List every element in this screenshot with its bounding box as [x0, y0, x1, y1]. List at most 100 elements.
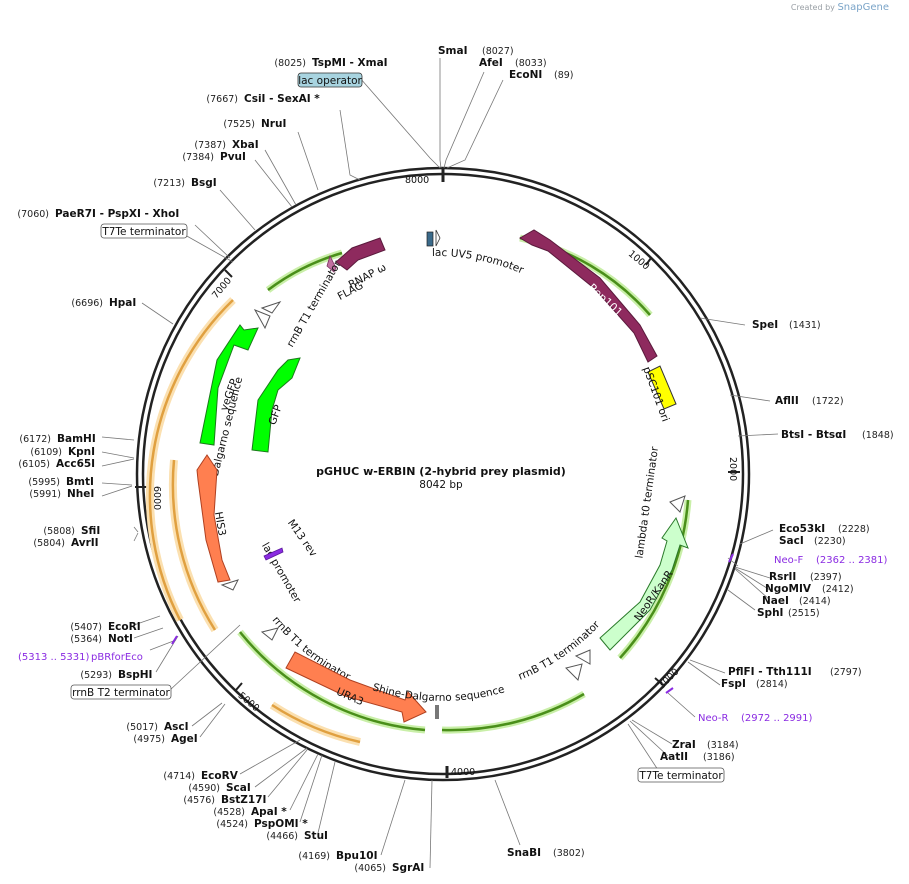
enzyme-pos: (8025) — [274, 58, 306, 69]
rrnb-t1-bottom-arrow-icon — [260, 627, 279, 641]
enzyme-pos: (4590) — [188, 783, 220, 794]
rep101-arrow — [519, 229, 658, 363]
enzyme-pos: (4528) — [213, 807, 245, 818]
plasmid-length: 8042 bp — [419, 479, 463, 491]
enzyme-label: PspOMI * — [254, 818, 308, 830]
enzyme-pos: (5017) — [126, 722, 158, 733]
tick-label: 8000 — [405, 175, 429, 186]
enzyme-pos: (3184) — [707, 740, 739, 751]
enzyme-pos: (4714) — [163, 771, 195, 782]
enzyme-pos: (7387) — [194, 140, 226, 151]
enzyme-label: HpaI — [109, 297, 136, 309]
enzyme-label: PvuI — [220, 151, 246, 163]
enzyme-label: Eco53kI — [779, 523, 825, 535]
orf-band-bottom-right — [441, 692, 585, 732]
enzyme-label: KpnI — [68, 446, 95, 458]
enzyme-label: EcoRI — [108, 621, 141, 633]
pbrforeco-primer-mark — [171, 635, 178, 645]
enzyme-pos: (6105) — [18, 459, 50, 470]
rrnb-t1-top-arrow-icon — [260, 301, 282, 314]
rrnb-t1-right-arrow2-icon — [574, 649, 591, 665]
enzyme-label: NruI — [261, 118, 286, 130]
tick-label: 4000 — [451, 767, 475, 778]
enzyme-label: EcoNI — [509, 69, 542, 81]
neokanr-arrow — [599, 516, 689, 651]
enzyme-pos: (6696) — [71, 298, 103, 309]
enzyme-label: BtsI - BtsαI — [781, 429, 846, 441]
enzyme-label: Acc65I — [56, 458, 95, 470]
enzyme-pos: (7213) — [153, 178, 185, 189]
orf-band-right — [619, 499, 690, 659]
enzyme-label: PflFI - Tth111I — [728, 666, 812, 678]
orf-band-top-left — [267, 251, 343, 291]
enzyme-label: BmtI — [66, 476, 94, 488]
lambda-t0-arrow-icon — [669, 495, 686, 513]
enzyme-label: ApaI * — [251, 806, 287, 818]
his3-label: HIS3 — [212, 511, 228, 537]
enzyme-label: CsiI - SexAI * — [244, 93, 320, 105]
lac-uv5-arrow-icon — [435, 229, 441, 247]
enzyme-pos: (5808) — [43, 526, 75, 537]
enzymes-left: (8025) TspMI - XmaI (7667) CsiI - SexAI … — [17, 57, 424, 874]
enzyme-label: SacI — [779, 535, 804, 547]
shine-dalgarno-bottom-marker — [435, 705, 439, 719]
enzyme-pos: (5293) — [80, 670, 112, 681]
enzyme-label: BsgI — [191, 177, 217, 189]
enzyme-label: FspI — [721, 678, 746, 690]
tick-label: 6000 — [151, 486, 162, 510]
enzyme-pos: (1722) — [812, 396, 844, 407]
enzyme-label: NgoMIV — [765, 583, 812, 595]
psc101-ori-box — [647, 365, 677, 410]
enzyme-label: StuI — [304, 830, 328, 842]
rrnb-t2-label: rrnB T2 terminator — [72, 687, 170, 699]
enzyme-label: SphI — [757, 607, 783, 619]
orf-band-left-inner — [171, 459, 217, 631]
enzyme-label: AatII — [660, 751, 688, 763]
enzyme-pos: (3802) — [553, 848, 585, 859]
enzyme-label: RsrII — [769, 571, 796, 583]
neo-f-primer-mark — [728, 553, 734, 563]
enzyme-pos: (2228) — [838, 524, 870, 535]
enzyme-label: TspMI - XmaI — [312, 57, 388, 69]
rrnb-t1-right-arrow-icon — [565, 663, 583, 681]
enzyme-label: ZraI — [672, 739, 696, 751]
flag-marker — [326, 254, 337, 273]
neo-f-label: Neo-F — [774, 555, 804, 566]
ura3-arrow — [285, 651, 427, 723]
enzyme-pos: (3186) — [703, 752, 735, 763]
pbrforeco-label: pBRforEco — [91, 652, 143, 663]
enzyme-label: AfeI — [479, 57, 503, 69]
neo-f-range: (2362 .. 2381) — [816, 555, 888, 566]
enzyme-pos: (5364) — [70, 634, 102, 645]
enzyme-pos: (4576) — [183, 795, 215, 806]
created-by-watermark: Created by SnapGene — [791, 2, 889, 13]
enzyme-label: Bpu10I — [336, 850, 378, 862]
leader-lines — [101, 58, 779, 869]
orf-band-bottom-green — [239, 631, 426, 732]
enzyme-pos: (2814) — [756, 679, 788, 690]
t7te-bottom-box — [637, 767, 725, 783]
lac-uv5-box — [426, 231, 434, 247]
snapgene-logo-text: SnapGene — [837, 2, 889, 13]
enzyme-label: BamHI — [57, 433, 96, 445]
enzyme-pos: (1848) — [862, 430, 894, 441]
enzyme-pos: (2397) — [810, 572, 842, 583]
enzyme-pos: (7384) — [182, 152, 214, 163]
t7te-bottom-label: T7Te terminator — [638, 770, 723, 782]
lac-uv5-label: lac UV5 promoter — [432, 247, 526, 277]
neo-r-range: (2972 .. 2991) — [741, 713, 813, 724]
enzyme-pos: (5804) — [33, 538, 65, 549]
enzyme-pos: (2797) — [830, 667, 862, 678]
gfp-arrow — [251, 357, 301, 453]
lac-operator-box — [297, 72, 363, 88]
m13-rev-label: M13 rev — [285, 517, 319, 559]
enzyme-label: SpeI — [752, 319, 778, 331]
yegfp-terminator-icon — [253, 309, 271, 330]
enzyme-pos: (7060) — [17, 209, 49, 220]
enzyme-pos: (5407) — [70, 622, 102, 633]
enzyme-label: PaeR7I - PspXI - XhoI — [55, 208, 179, 220]
rrnb-t2-box — [70, 684, 172, 700]
enzymes-right: SmaI (8027) AfeI (8033) EcoNI (89) SpeI … — [438, 45, 894, 859]
enzyme-pos: (6172) — [19, 434, 51, 445]
